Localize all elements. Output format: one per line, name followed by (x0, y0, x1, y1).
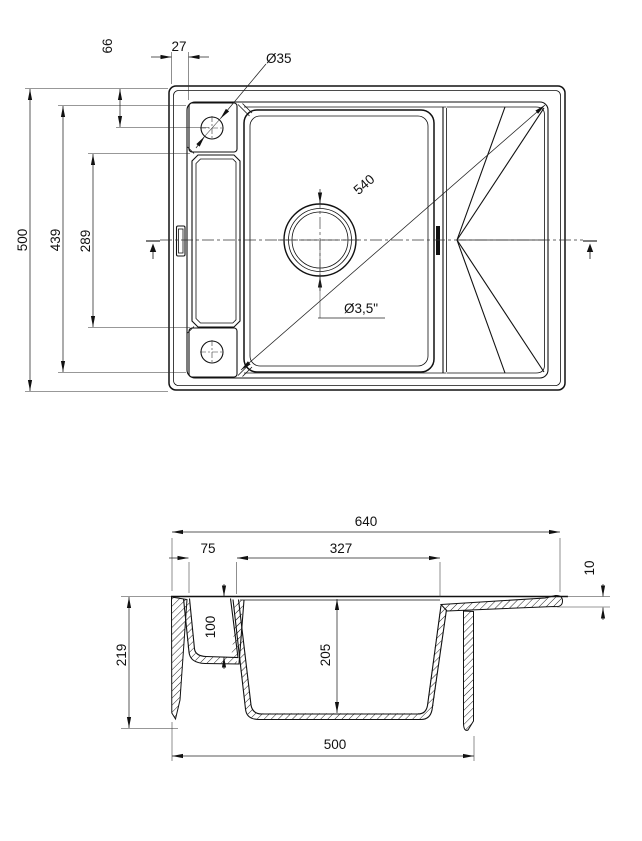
callout-drain: Ø3,5" (317, 189, 385, 319)
dim-diagonal: 540 (240, 104, 546, 371)
dim-label-drain: Ø3,5" (344, 301, 378, 316)
dim-overall-depth: 219 (114, 596, 178, 729)
faucet-platform-bottom (187, 326, 253, 378)
dim-label-66: 66 (100, 38, 115, 53)
dim-channel-width: 75 (169, 541, 237, 594)
centerline-marker-right (583, 240, 597, 259)
dim-label-289: 289 (78, 230, 93, 253)
dim-label-100: 100 (203, 616, 218, 639)
dim-slot-length: 289 (78, 153, 190, 328)
sink-outline (168, 85, 566, 391)
mounting-clip (175, 225, 186, 257)
channel-section (182, 598, 245, 665)
bowl-outline (243, 109, 435, 373)
top-view: 500 439 289 66 (15, 38, 597, 392)
left-wall-section (170, 596, 188, 721)
countertop-surface-line (121, 595, 568, 601)
dimensions-section-view: 640 75 327 10 (114, 514, 610, 761)
callout-faucet-hole: Ø35 (195, 51, 292, 149)
dim-label-75: 75 (200, 541, 215, 556)
dim-overall-width: 640 (171, 514, 561, 592)
drainboard-section (439, 594, 564, 612)
dim-bowl-width: 327 (236, 541, 441, 597)
dim-edge-thickness: 10 (557, 560, 610, 620)
dim-base-width: 500 (171, 722, 475, 761)
dim-label-205: 205 (318, 644, 333, 667)
dim-hole-offset-left: 27 (151, 39, 209, 100)
dim-label-327: 327 (330, 541, 353, 556)
dim-hole-offset-top: 66 (100, 38, 209, 128)
dim-label-500-base: 500 (324, 737, 347, 752)
rib-section (463, 610, 474, 731)
dim-label-219: 219 (114, 644, 129, 667)
dim-label-27: 27 (171, 39, 186, 54)
faucet-hole-bottom (200, 340, 224, 364)
dim-label-o35: Ø35 (266, 51, 292, 66)
dim-label-500-height: 500 (15, 229, 30, 252)
bowl-section (232, 599, 448, 721)
section-cut-tick (436, 226, 440, 255)
dim-label-439: 439 (48, 229, 63, 252)
dim-label-10: 10 (582, 560, 597, 575)
centerline-marker-left (146, 240, 160, 259)
dim-label-540: 540 (351, 172, 378, 198)
dim-overall-height: 500 (15, 88, 168, 392)
dim-bowl-depth: 205 (318, 598, 340, 714)
dim-label-640: 640 (355, 514, 378, 529)
dim-channel-depth: 100 (203, 584, 227, 669)
section-view: 640 75 327 10 (114, 514, 610, 761)
accessory-slot (191, 154, 241, 328)
dim-inner-length: 439 (48, 105, 186, 373)
